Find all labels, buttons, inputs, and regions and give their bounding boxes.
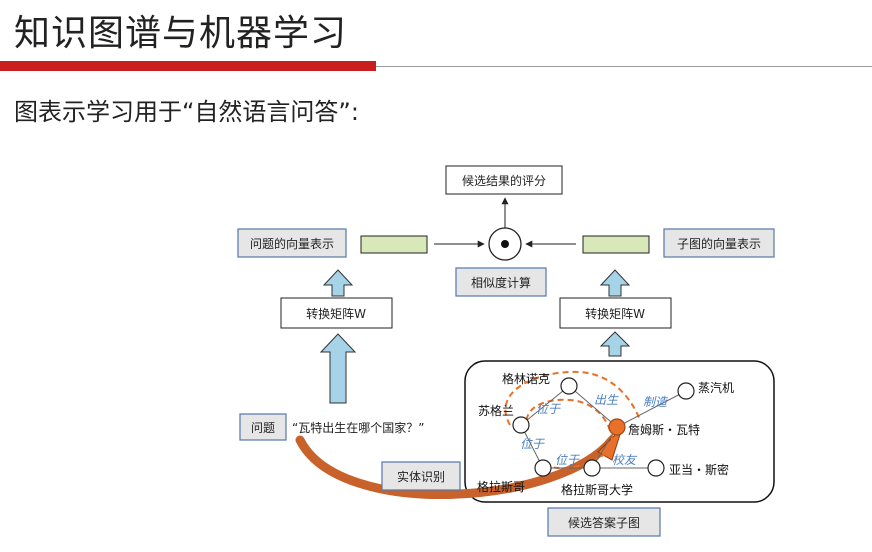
node-yadang-simi — [647, 459, 665, 477]
node-label-zhanmusi-wate: 詹姆斯・瓦特 — [628, 422, 700, 437]
node-zhanmusi-wate — [608, 418, 626, 436]
edge-label-weiyu-1: 位于 — [536, 402, 561, 416]
question-label-box — [239, 413, 287, 441]
node-label-sugelan: 苏格兰 — [478, 403, 514, 418]
node-gelasige — [534, 459, 552, 477]
candidate-subgraph-box — [547, 507, 661, 537]
question-vector-label: 问题的向量表示 — [250, 236, 334, 251]
entity-link-arrowhead — [597, 427, 623, 461]
entity-recognition-box — [381, 461, 461, 491]
subgraph-vector-bar — [582, 235, 650, 254]
title-divider — [376, 66, 872, 67]
node-label-gelinnuoke: 格林诺克 — [502, 371, 550, 386]
result-box — [445, 165, 563, 195]
node-label-gelasige: 格拉斯哥 — [477, 479, 525, 494]
similarity-label: 相似度计算 — [471, 275, 531, 290]
transform-box-right-label: 转换矩阵W — [585, 306, 645, 321]
candidate-subgraph-label: 候选答案子图 — [568, 515, 640, 530]
question-label: 问题 — [251, 421, 275, 435]
title-accent-bar — [0, 61, 376, 71]
node-gelinnuoke — [560, 377, 578, 395]
node-label-yadang-simi: 亚当・斯密 — [669, 462, 729, 477]
question-vector-label-box — [237, 228, 347, 258]
up-arrow-right-short — [599, 331, 631, 357]
node-label-gelasige-daxue: 格拉斯哥大学 — [561, 482, 633, 497]
subgraph-vector-label-box — [663, 228, 775, 258]
question-text: “瓦特出生在哪个国家？” — [292, 420, 424, 435]
node-gelasige-daxue — [583, 459, 601, 477]
node-zhengqiji — [677, 382, 695, 400]
up-arrow-left-top — [322, 269, 354, 297]
edge-label-xiaoyou: 校友 — [612, 453, 638, 467]
result-box-label: 候选结果的评分 — [462, 173, 546, 188]
node-label-zhengqiji: 蒸汽机 — [698, 380, 734, 395]
node-sugelan — [512, 416, 530, 434]
edge-wate-zhengqiji — [616, 390, 687, 428]
transform-box-left — [280, 297, 393, 329]
edge-label-weiyu-3: 位于 — [555, 453, 580, 467]
up-arrow-left-tall — [319, 333, 357, 404]
up-arrow-right-top — [599, 269, 631, 297]
entity-recognition-label: 实体识别 — [397, 469, 445, 484]
slide-title: 知识图谱与机器学习 — [14, 13, 348, 54]
entity-link-curve — [295, 435, 617, 499]
edge-gelinnuoke-sugelan — [520, 385, 570, 426]
dot-product-center — [501, 240, 509, 248]
transform-box-right — [559, 297, 672, 329]
edge-label-weiyu-2: 位于 — [520, 437, 545, 451]
transform-box-left-label: 转换矩阵W — [306, 306, 366, 321]
candidate-path-outline-inner — [525, 398, 614, 470]
slide-subtitle: 图表示学习用于“自然语言问答”: — [14, 98, 359, 126]
question-vector-bar — [360, 235, 428, 254]
subgraph-vector-label: 子图的向量表示 — [677, 236, 761, 251]
edge-label-zhizao: 制造 — [643, 395, 668, 409]
candidate-path-outline-outer — [504, 370, 641, 426]
edge-gelinnuoke-wate — [568, 385, 618, 428]
similarity-label-box — [455, 267, 547, 297]
edge-label-chusheng: 出生 — [594, 393, 619, 407]
